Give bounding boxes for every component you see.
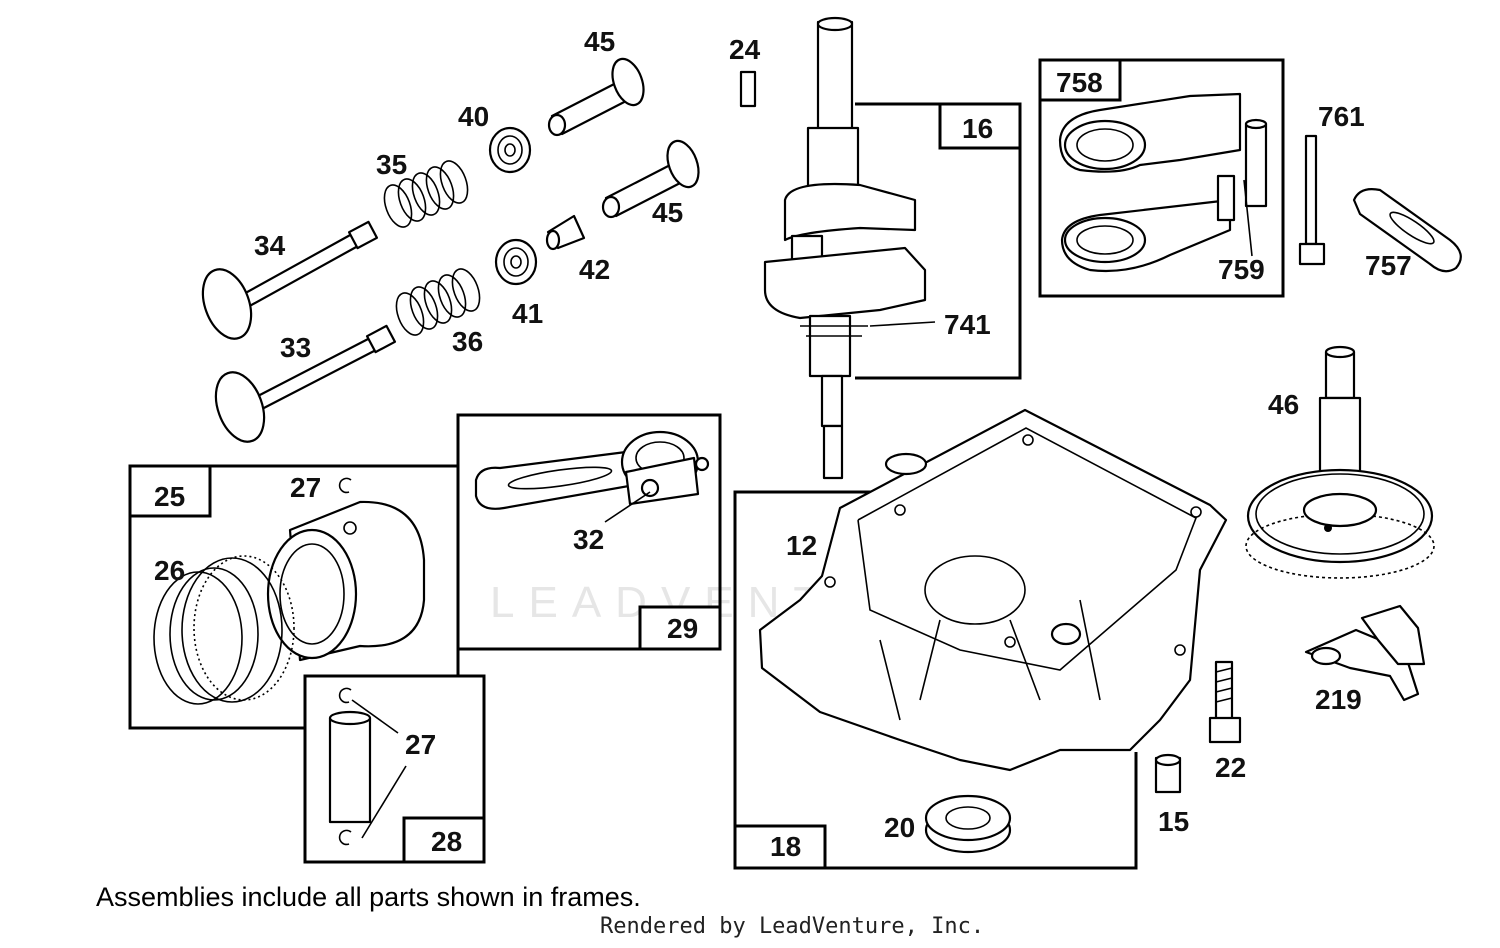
camshaft-46	[1245, 345, 1435, 579]
label-33: 33	[280, 332, 311, 363]
label-32: 32	[573, 524, 604, 555]
label-27-upper: 27	[290, 472, 321, 503]
tappet-45-lower	[601, 139, 700, 219]
clip-27-upper	[338, 477, 352, 494]
valve-34	[201, 220, 379, 340]
label-24: 24	[729, 34, 761, 65]
valve-33	[214, 324, 397, 443]
label-741: 741	[944, 309, 991, 340]
crankcase-12	[758, 408, 1228, 772]
label-29: 29	[667, 613, 698, 644]
piston-25	[266, 500, 426, 662]
crankshaft-16	[763, 16, 927, 480]
retainer-40	[488, 126, 532, 174]
label-759: 759	[1218, 254, 1265, 285]
render-credit: Rendered by LeadVenture, Inc.	[600, 914, 985, 939]
frame-758	[1038, 58, 1285, 298]
pin-28	[328, 687, 372, 846]
label-45-lower: 45	[652, 197, 683, 228]
leader-lines	[351, 179, 1253, 839]
frame-25	[128, 464, 460, 730]
plug-15	[1154, 753, 1182, 794]
label-16: 16	[962, 113, 993, 144]
label-36: 36	[452, 326, 483, 357]
label-15: 15	[1158, 806, 1189, 837]
governor-219	[1304, 604, 1426, 702]
label-20: 20	[884, 812, 915, 843]
spring-35	[383, 160, 469, 228]
label-12: 12	[786, 530, 817, 561]
label-46: 46	[1268, 389, 1299, 420]
label-25: 25	[154, 481, 185, 512]
label-28: 28	[431, 826, 462, 857]
label-35: 35	[376, 149, 407, 180]
rings-26	[153, 555, 295, 705]
tappet-45-upper	[547, 57, 645, 137]
key-24	[739, 70, 757, 108]
label-761: 761	[1318, 101, 1365, 132]
label-22: 22	[1215, 752, 1246, 783]
label-219: 219	[1315, 684, 1362, 715]
label-40: 40	[458, 101, 489, 132]
conrod-758	[1058, 92, 1242, 273]
frame-18	[733, 490, 1138, 870]
conrod-757	[1352, 188, 1462, 273]
label-27-lower: 27	[405, 729, 436, 760]
part-labels: 45 24 16 758 761 40 35 45 34 42 757 759 …	[154, 26, 1412, 862]
conrod-32	[474, 430, 710, 510]
spring-36	[395, 268, 481, 336]
bolt-22	[1208, 660, 1242, 744]
frame-28	[303, 674, 486, 864]
seal-20	[924, 794, 1012, 854]
keepers-42	[545, 214, 586, 251]
label-41: 41	[512, 298, 543, 329]
label-45-upper: 45	[584, 26, 615, 57]
label-18: 18	[770, 831, 801, 862]
bolt-761	[1298, 134, 1326, 266]
label-42: 42	[579, 254, 610, 285]
frame-16	[855, 102, 1022, 380]
label-758: 758	[1056, 67, 1103, 98]
assembly-note: Assemblies include all parts shown in fr…	[96, 882, 641, 912]
label-26: 26	[154, 555, 185, 586]
label-757: 757	[1365, 250, 1412, 281]
label-34: 34	[254, 230, 286, 261]
pin-759	[1244, 118, 1268, 208]
retainer-41	[494, 238, 538, 286]
